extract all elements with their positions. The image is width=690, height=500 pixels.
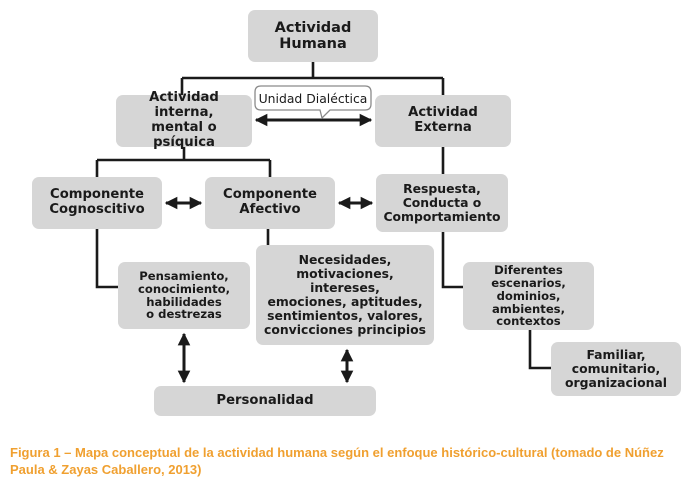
node-actividad-interna: Actividad interna, mental o psíquica	[116, 91, 252, 150]
dialectic-callout-bubble	[254, 85, 372, 120]
node-componente-afectivo: Componente Afectivo	[205, 177, 335, 229]
node-respuesta-conducta: Respuesta, Conducta o Comportamiento	[376, 174, 508, 232]
concept-map-canvas	[95, 62, 551, 384]
connector-humana-branches	[180, 62, 445, 95]
node-diferentes-escenarios: Diferentes escenarios, dominios, ambient…	[463, 262, 594, 330]
node-pensamiento: Pensamiento, conocimiento, habilidades o…	[118, 262, 250, 329]
node-actividad-humana: Actividad Humana	[248, 10, 378, 62]
node-componente-cognoscitivo: Componente Cognoscitivo	[32, 177, 162, 229]
connector-diferentes-familiar	[528, 330, 551, 370]
node-necesidades: Necesidades, motivaciones, intereses, em…	[256, 245, 434, 345]
unidad-dialectica-label: Unidad Dialéctica	[258, 90, 368, 106]
connector-respuesta-diferentes	[441, 232, 463, 289]
connector-interna-branches	[95, 147, 272, 177]
node-personalidad: Personalidad	[154, 386, 376, 416]
node-familiar-comunitario: Familiar, comunitario, organizacional	[551, 342, 681, 396]
node-actividad-externa: Actividad Externa	[375, 95, 511, 147]
connector-cognoscitivo-pensamiento	[95, 229, 118, 289]
figure-caption: Figura 1 – Mapa conceptual de la activid…	[10, 445, 664, 477]
